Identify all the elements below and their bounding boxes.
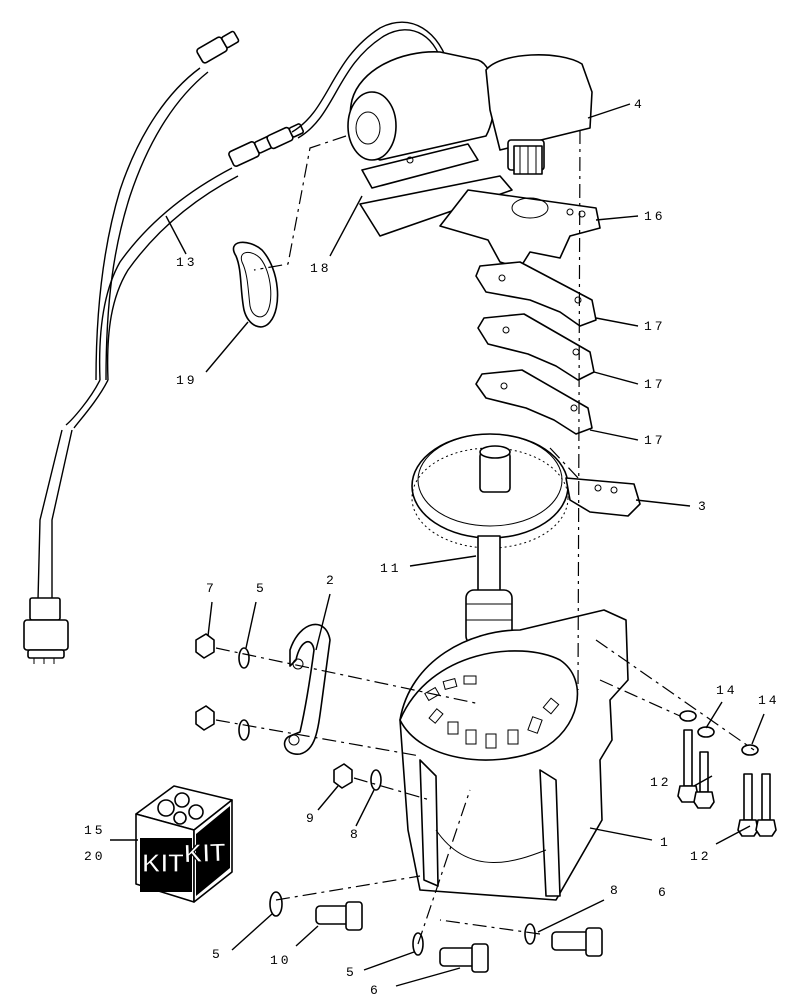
wire-harness	[23, 21, 451, 664]
bolt-6-bottom	[439, 943, 489, 973]
callout-10: 10	[270, 953, 292, 968]
callout-9: 9	[306, 811, 317, 826]
callout-6-right: 6	[658, 885, 669, 900]
callout-5-bottom-left: 5	[212, 947, 223, 962]
spur-gear	[411, 433, 569, 549]
callout-12-a: 12	[650, 775, 672, 790]
kit-label-left: KIT	[142, 848, 184, 878]
frame-bracket	[399, 609, 629, 901]
assembly-centerlines	[215, 129, 755, 945]
bolt-6-right	[551, 927, 603, 957]
lever-plate	[565, 477, 641, 517]
callout-20: 20	[84, 849, 106, 864]
slotted-disc	[424, 675, 560, 749]
callout-13: 13	[176, 255, 198, 270]
callout-6-bottom: 6	[370, 983, 381, 998]
callout-2: 2	[326, 573, 337, 588]
hex-nut-lower	[195, 705, 215, 731]
washer-8-upper	[370, 769, 382, 791]
callout-11: 11	[380, 561, 402, 576]
o-ring-belt	[232, 241, 279, 328]
washer-5-bottom-left	[269, 891, 283, 917]
callout-14-a: 14	[716, 683, 738, 698]
clevis-hook	[283, 623, 331, 755]
shim-plate-3	[475, 369, 593, 435]
mounting-plate	[439, 189, 601, 269]
hex-nut-9	[333, 763, 353, 789]
callout-17-c: 17	[644, 433, 666, 448]
bolt-10	[315, 901, 363, 931]
washer-5-lower	[238, 719, 250, 741]
shim-plate-1	[475, 261, 597, 327]
bolt-12-upper-pair	[677, 729, 715, 809]
callout-5-bottom-center: 5	[346, 965, 357, 980]
callout-18: 18	[310, 261, 332, 276]
bolt-12-lower-pair	[737, 773, 777, 837]
callout-15: 15	[84, 823, 106, 838]
callout-14-b: 14	[758, 693, 780, 708]
callout-1: 1	[660, 835, 671, 850]
callout-8-top: 8	[350, 827, 361, 842]
washer-14-b	[697, 726, 715, 738]
hex-nut-upper	[195, 633, 215, 659]
callout-4: 4	[634, 97, 645, 112]
callout-5-top: 5	[256, 581, 267, 596]
kit-box-icon: KIT KIT	[135, 785, 233, 903]
washer-8-bottom	[524, 923, 536, 945]
callout-labels: 4 16 17 17 17 3 11 1 2 7 5 18 19 13 9 8 …	[84, 97, 780, 998]
shim-plate-2	[477, 313, 595, 381]
motor-assembly	[347, 51, 593, 175]
washer-14-c	[741, 744, 759, 756]
callout-17-a: 17	[644, 319, 666, 334]
callout-17-b: 17	[644, 377, 666, 392]
callout-19: 19	[176, 373, 198, 388]
kit-label-right: KIT	[183, 837, 226, 868]
callout-12-b: 12	[690, 849, 712, 864]
callout-8-bottom: 8	[610, 883, 621, 898]
leader-lines	[110, 103, 765, 987]
pinion-gear	[513, 145, 543, 175]
callout-16: 16	[644, 209, 666, 224]
washer-14-a	[679, 710, 697, 722]
callout-3: 3	[698, 499, 709, 514]
washer-5-upper	[238, 647, 250, 669]
callout-7: 7	[206, 581, 217, 596]
